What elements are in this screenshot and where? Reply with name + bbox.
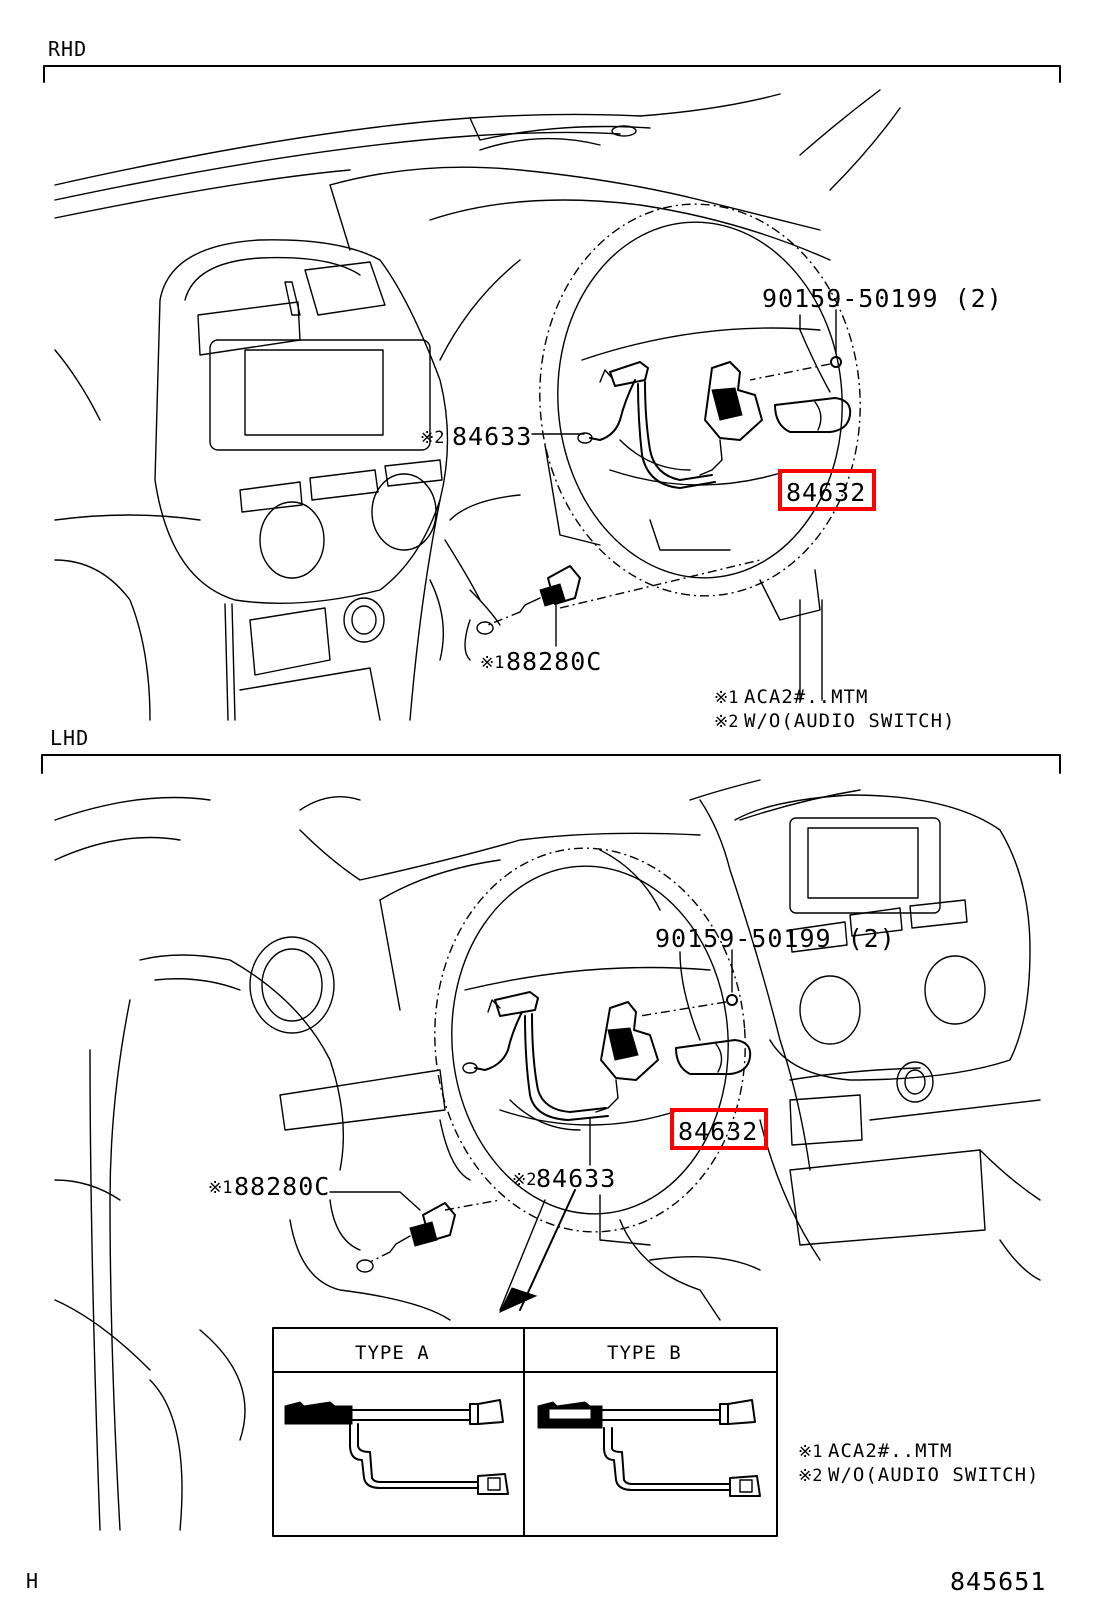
lhd-note-1-text: ACA2#..MTM <box>828 1440 952 1462</box>
lhd-section: LHD <box>41 726 1061 1537</box>
rhd-bolt-callout: 90159-50199 (2) <box>762 284 1003 313</box>
footer-left-code: H <box>26 1569 39 1593</box>
rhd-sensor-callout: 88280C <box>506 647 602 676</box>
lhd-dashboard-drawing <box>54 779 1041 1531</box>
lhd-type-a-label: TYPE A <box>355 1342 430 1364</box>
lhd-title: LHD <box>50 726 89 750</box>
rhd-frame-line <box>43 65 1061 83</box>
lhd-sensor-callout: 88280C <box>234 1172 330 1201</box>
rhd-note-2-text: W/O(AUDIO SWITCH) <box>744 710 955 732</box>
lhd-bolt-callout: 90159-50199 (2) <box>655 924 896 953</box>
rhd-switch-highlight <box>778 469 876 511</box>
rhd-dashboard-drawing <box>54 89 901 721</box>
lhd-sensor-mark: ※1 <box>208 1178 232 1198</box>
rhd-section: RHD <box>43 37 1061 732</box>
lhd-note-1-mark: ※1 <box>798 1442 822 1462</box>
lhd-type-table: TYPE A TYPE B <box>272 1327 778 1537</box>
lhd-wire-callout: 84633 <box>536 1164 616 1193</box>
lhd-wire-mark: ※2 <box>512 1170 536 1190</box>
lhd-frame-line <box>41 754 1061 774</box>
lhd-sensor-leader <box>329 1191 421 1211</box>
rhd-wire-callout: 84633 <box>452 422 532 451</box>
rhd-switch-leader <box>799 314 831 393</box>
footer-figure-number: 845651 <box>950 1567 1046 1596</box>
lhd-switch-callout: 84632 <box>678 1117 758 1146</box>
type-b-harness-drawing <box>537 1399 761 1497</box>
rhd-title: RHD <box>48 37 87 61</box>
type-a-harness-drawing <box>284 1399 509 1495</box>
rhd-note-1-text: ACA2#..MTM <box>744 686 868 708</box>
lhd-type-b-label: TYPE B <box>607 1342 682 1364</box>
rhd-sensor-mark: ※1 <box>480 653 504 673</box>
lhd-switch-leader <box>679 951 701 1041</box>
lhd-note-2-text: W/O(AUDIO SWITCH) <box>828 1464 1039 1486</box>
lhd-switch-highlight <box>670 1108 768 1150</box>
lhd-note-2-mark: ※2 <box>798 1466 822 1486</box>
rhd-switch-callout: 84632 <box>786 478 866 507</box>
rhd-wire-mark: ※2 <box>420 428 444 448</box>
rhd-note-2-mark: ※2 <box>714 712 738 732</box>
rhd-note-1-mark: ※1 <box>714 688 738 708</box>
